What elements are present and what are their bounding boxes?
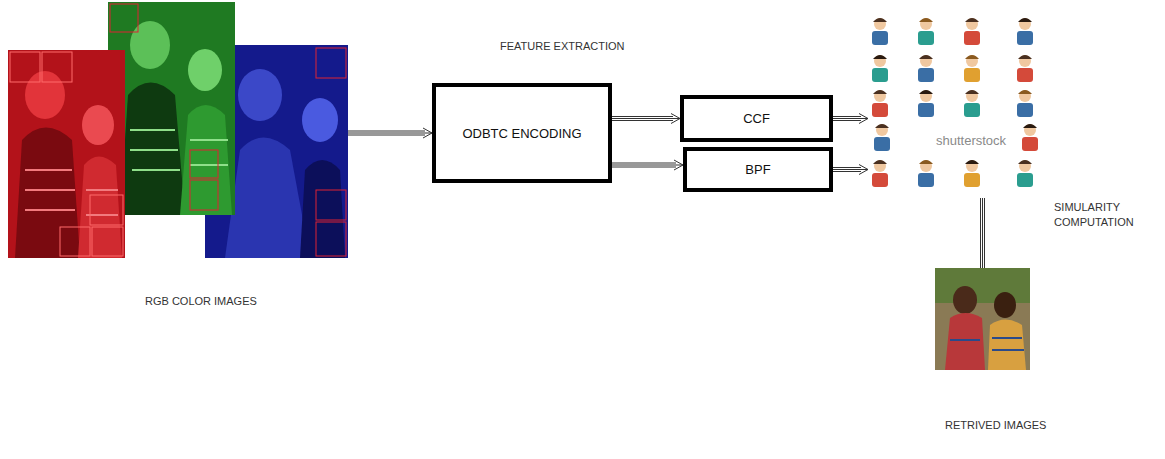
watermark: shutterstock — [934, 133, 1008, 148]
flow-arrow — [612, 114, 680, 124]
section-label: FEATURE EXTRACTION — [500, 40, 624, 52]
process-box: BPF — [683, 147, 833, 192]
flow-arrow — [612, 160, 683, 170]
node-label: RGB COLOR IMAGES — [145, 294, 257, 309]
node-label: BPF — [739, 162, 776, 177]
flow-arrow — [833, 114, 868, 124]
node-label: RETRIVED IMAGES — [945, 418, 1046, 433]
node-label: CCF — [737, 111, 776, 126]
image-database-icons — [872, 18, 1038, 187]
node-label: ODBTC ENCODING — [456, 126, 587, 141]
flow-arrow — [348, 128, 432, 138]
flow-arrow — [981, 198, 985, 268]
image-database: SIMULARITY COMPUTATION — [868, 8, 1050, 198]
green-channel-image — [108, 2, 235, 215]
red-channel-image — [8, 50, 125, 258]
retrieved-image: RETRIVED IMAGES — [935, 268, 1030, 370]
node-label: SIMULARITY COMPUTATION — [1054, 200, 1162, 230]
process-box: CCF — [680, 95, 833, 142]
process-box: ODBTC ENCODING — [432, 83, 612, 183]
image-input-group: RGB COLOR IMAGES — [8, 2, 348, 310]
flow-arrow — [833, 165, 868, 175]
retrieved-photo — [935, 268, 1030, 370]
